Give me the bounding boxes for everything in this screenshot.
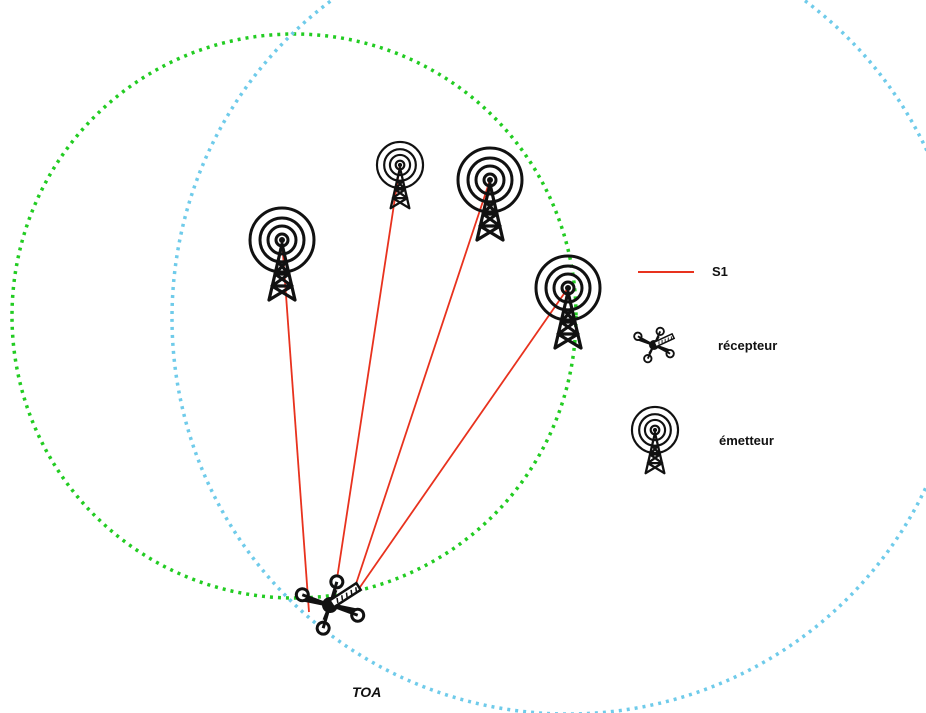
legend-signal-label: S1 (712, 264, 728, 279)
transmitter-2 (375, 140, 425, 210)
range-circle-blue (170, 0, 926, 713)
signal-path-2 (334, 164, 401, 593)
legend-drone-icon (632, 326, 676, 364)
signal-path-1 (281, 239, 310, 613)
diagram-caption: TOA (352, 684, 382, 700)
transmitter-4 (534, 254, 602, 350)
transmitter-1 (248, 206, 316, 302)
signal-path-4 (357, 287, 569, 591)
legend-radio-tower-icon (630, 405, 680, 475)
legend-transmitter-label: émetteur (719, 433, 774, 448)
receiver-drone-icon (292, 570, 369, 640)
legend-receiver-label: récepteur (718, 338, 778, 353)
range-circle-green (10, 32, 578, 600)
signal-path-3 (351, 179, 491, 597)
transmitter-3 (456, 146, 524, 242)
signal-paths (281, 164, 569, 613)
